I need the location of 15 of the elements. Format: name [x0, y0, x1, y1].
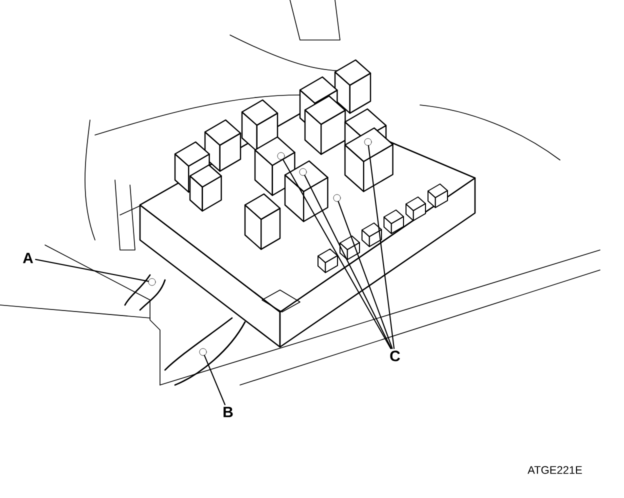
cable-terminal — [148, 278, 156, 286]
leader-line — [35, 258, 149, 282]
cable — [199, 348, 207, 356]
bolt — [333, 194, 341, 202]
leader-line — [338, 200, 393, 350]
figure-code: ATGE221E — [528, 466, 582, 474]
callout-letter: C — [390, 350, 400, 362]
callout-letter: B — [224, 406, 233, 418]
leader-line — [204, 354, 226, 406]
bolt — [277, 152, 285, 160]
bolt — [299, 168, 307, 176]
callout-letter: A — [22, 252, 34, 264]
leader-line — [368, 145, 395, 350]
leader-line — [304, 174, 392, 350]
bolt — [364, 138, 372, 146]
